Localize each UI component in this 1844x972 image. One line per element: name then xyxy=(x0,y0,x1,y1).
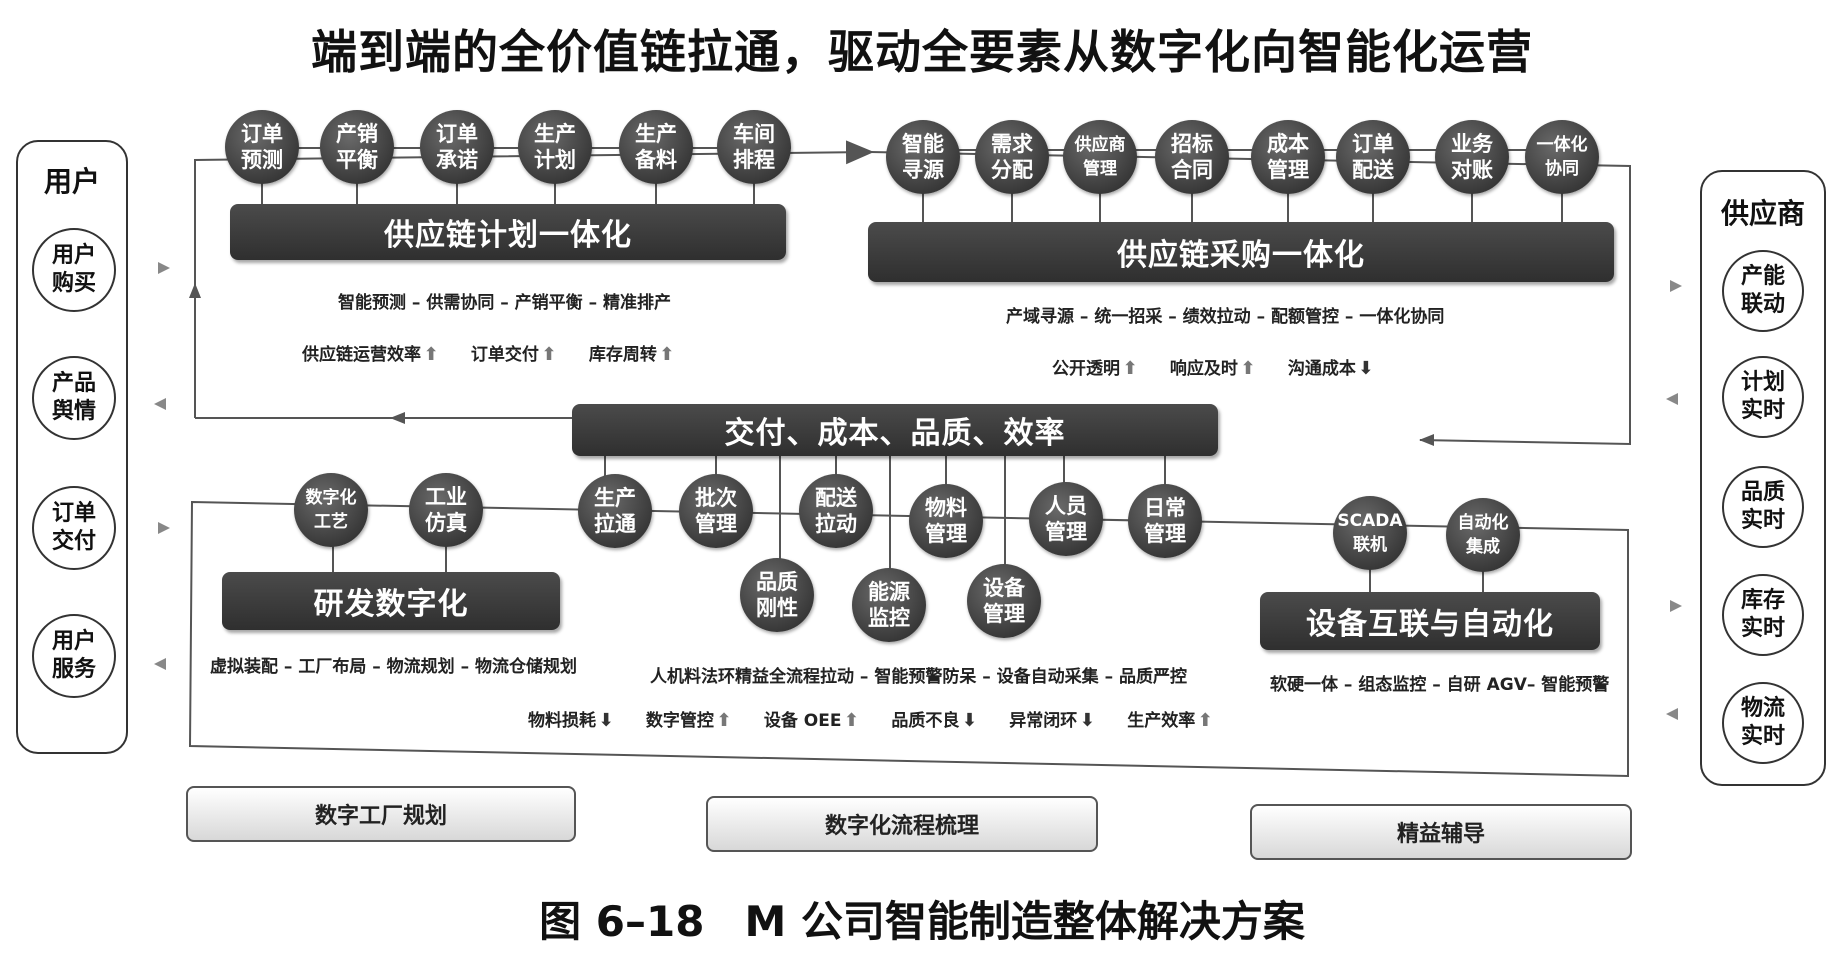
prod-node-batch-mgmt: 批次管理 xyxy=(679,474,753,548)
kpi-label: 订单交付 xyxy=(470,345,539,365)
plan-node-order-commit: 订单承诺 xyxy=(420,110,494,184)
supply-plan-kpis: 供应链运营效率⬆ 订单交付⬆ 库存周转⬆ xyxy=(302,340,677,365)
purchase-node-order-delivery: 订单配送 xyxy=(1336,120,1410,194)
kpi-label: 设备 OEE xyxy=(763,711,842,731)
prod-node-staff-mgmt: 人员管理 xyxy=(1029,482,1103,556)
lean-coaching-button[interactable]: 精益辅导 xyxy=(1250,804,1632,860)
plan-node-order-forecast: 订单预测 xyxy=(225,110,299,184)
plan-node-sales-balance: 产销平衡 xyxy=(320,110,394,184)
purchase-node-cost-mgmt: 成本管理 xyxy=(1251,120,1325,194)
figure-number: 图 6–18 xyxy=(539,897,705,946)
supply-plan-bar: 供应链计划一体化 xyxy=(230,204,786,260)
plan-node-workshop-schedule: 车间排程 xyxy=(717,110,791,184)
supplier-item-quality: 品质实时 xyxy=(1722,466,1804,548)
kpi-label: 物料损耗 xyxy=(528,711,596,731)
prod-node-delivery-pull: 配送拉动 xyxy=(799,474,873,548)
plan-node-material-prep: 生产备料 xyxy=(619,110,693,184)
prod-node-quality-rigid: 品质刚性 xyxy=(740,558,814,632)
supplier-item-logistics: 物流实时 xyxy=(1722,682,1804,764)
arrow-up-icon: ⬆ xyxy=(1240,358,1256,379)
purchase-node-reconcile: 业务对账 xyxy=(1435,120,1509,194)
user-item-service: 用户服务 xyxy=(32,614,116,698)
purchase-node-demand-alloc: 需求分配 xyxy=(975,120,1049,194)
supplier-item-plan: 计划实时 xyxy=(1722,356,1804,438)
center-goal-bar: 交付、成本、品质、效率 xyxy=(572,404,1218,456)
arrow-up-icon: ⬆ xyxy=(1122,358,1138,379)
digital-factory-plan-button[interactable]: 数字工厂规划 xyxy=(186,786,576,842)
arrow-up-icon: ⬆ xyxy=(1197,710,1213,731)
kpi-label: 公开透明 xyxy=(1052,359,1120,379)
user-item-sentiment: 产品舆情 xyxy=(32,356,116,440)
prod-node-production-link: 生产拉通 xyxy=(578,474,652,548)
kpi-label: 品质不良 xyxy=(891,711,960,731)
user-item-purchase: 用户购买 xyxy=(32,228,116,312)
supply-purchase-desc: 产域寻源 – 统一招采 – 绩效拉动 – 配额管控 – 一体化协同 xyxy=(1006,307,1445,327)
kpi-label: 供应链运营效率 xyxy=(302,345,421,365)
purchase-node-bid-contract: 招标合同 xyxy=(1155,120,1229,194)
arrow-up-icon: ⬆ xyxy=(659,344,675,365)
arrow-up-icon: ⬆ xyxy=(423,344,439,365)
supplier-item-capacity: 产能联动 xyxy=(1722,250,1804,332)
rd-bar: 研发数字化 xyxy=(222,572,560,630)
kpi-label: 异常闭环 xyxy=(1009,711,1078,731)
kpi-label: 沟通成本 xyxy=(1287,359,1356,379)
equipment-bar: 设备互联与自动化 xyxy=(1260,592,1600,650)
arrow-down-icon: ⬇ xyxy=(598,710,614,731)
arrow-down-icon: ⬇ xyxy=(961,710,977,731)
production-desc: 人机料法环精益全流程拉动 – 智能预警防呆 – 设备自动采集 – 品质严控 xyxy=(650,667,1188,687)
rd-desc: 虚拟装配 – 工厂布局 – 物流规划 – 物流仓储规划 xyxy=(210,657,578,677)
digital-process-button[interactable]: 数字化流程梳理 xyxy=(706,796,1098,852)
supplier-panel-title: 供应商 xyxy=(1720,197,1805,230)
arrow-up-icon: ⬆ xyxy=(843,710,859,731)
supply-plan-desc: 智能预测 – 供需协同 – 产销平衡 – 精准排产 xyxy=(338,293,672,313)
purchase-node-integrated-collab: 一体化协同 xyxy=(1525,120,1599,194)
kpi-label: 响应及时 xyxy=(1169,359,1238,379)
arrow-up-icon: ⬆ xyxy=(541,344,557,365)
user-panel-title: 用户 xyxy=(43,165,100,198)
arrow-down-icon: ⬇ xyxy=(1358,358,1374,379)
prod-node-material-mgmt: 物料管理 xyxy=(909,484,983,558)
equipment-desc: 软硬一体 – 组态监控 – 自研 AGV– 智能预警 xyxy=(1270,675,1610,695)
kpi-label: 生产效率 xyxy=(1127,711,1196,731)
figure-caption: 图 6–18 M 公司智能制造整体解决方案 xyxy=(0,888,1844,949)
prod-node-daily-mgmt: 日常管理 xyxy=(1128,484,1202,558)
prod-node-energy-monitor: 能源监控 xyxy=(852,568,926,642)
diagram-title: 端到端的全价值链拉通，驱动全要素从数字化向智能化运营 xyxy=(311,25,1533,79)
user-item-delivery: 订单交付 xyxy=(32,486,116,570)
equip-node-automation: 自动化集成 xyxy=(1446,498,1520,572)
kpi-label: 数字管控 xyxy=(645,711,714,731)
rd-node-industrial-sim: 工业仿真 xyxy=(409,473,483,547)
purchase-node-supplier-mgmt: 供应商管理 xyxy=(1063,120,1137,194)
rd-node-digital-process: 数字化工艺 xyxy=(294,473,368,547)
figure-caption-text: M 公司智能制造整体解决方案 xyxy=(744,897,1305,946)
supply-purchase-kpis: 公开透明⬆ 响应及时⬆ 沟通成本⬇ xyxy=(1052,354,1376,379)
supplier-item-inventory: 库存实时 xyxy=(1722,574,1804,656)
arrow-up-icon: ⬆ xyxy=(716,710,732,731)
supply-purchase-bar: 供应链采购一体化 xyxy=(868,222,1614,282)
purchase-node-smart-sourcing: 智能寻源 xyxy=(886,120,960,194)
kpi-label: 库存周转 xyxy=(588,345,657,365)
production-kpis: 物料损耗⬇ 数字管控⬆ 设备 OEE⬆ 品质不良⬇ 异常闭环⬇ 生产效率⬆ xyxy=(528,706,1215,731)
prod-node-equipment-mgmt: 设备管理 xyxy=(967,564,1041,638)
plan-node-production-plan: 生产计划 xyxy=(518,110,592,184)
arrow-down-icon: ⬇ xyxy=(1079,710,1095,731)
